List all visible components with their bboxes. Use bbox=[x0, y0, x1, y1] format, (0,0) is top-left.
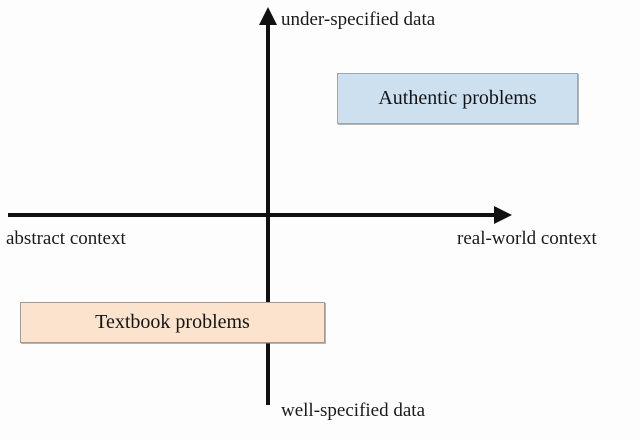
axis-label-top: under-specified data bbox=[281, 9, 436, 30]
horizontal-axis-arrowhead bbox=[494, 206, 512, 224]
vertical-axis-arrowhead bbox=[259, 7, 277, 25]
callout-box-authentic-problems: Authentic problems bbox=[337, 73, 578, 124]
axis-label-right: real-world context bbox=[457, 228, 597, 249]
callout-box-textbook-problems: Textbook problems bbox=[20, 302, 325, 343]
callout-label-authentic-problems: Authentic problems bbox=[378, 87, 537, 109]
axis-label-bottom: well-specified data bbox=[281, 400, 426, 421]
callout-label-textbook-problems: Textbook problems bbox=[95, 311, 250, 333]
axis-label-left: abstract context bbox=[6, 228, 126, 249]
